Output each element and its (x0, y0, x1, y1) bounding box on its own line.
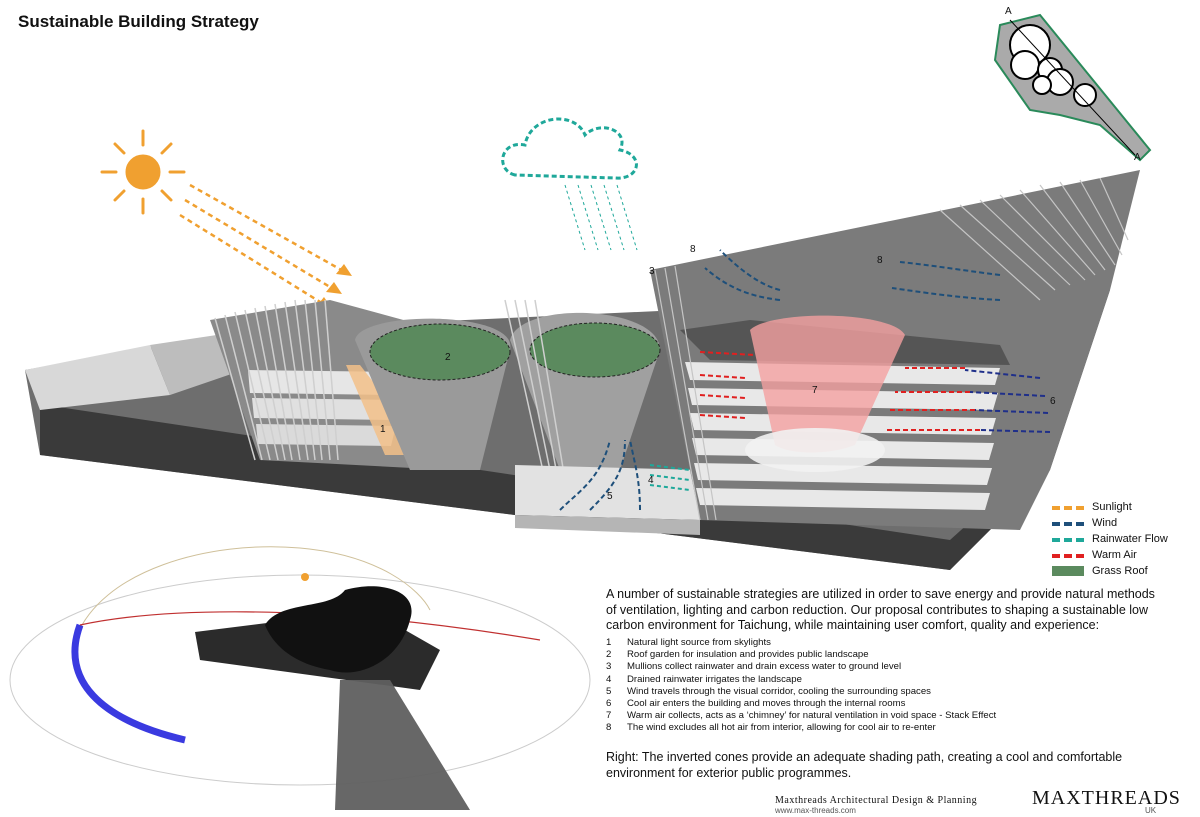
legend-item-warm-air: Warm Air (1052, 548, 1168, 562)
wind-swatch (1052, 522, 1084, 526)
stack-effect-cone (750, 315, 905, 453)
legend-item-sunlight: Sunlight (1052, 500, 1168, 514)
label-2: 2 (445, 352, 451, 363)
legend-item-grass-roof: Grass Roof (1052, 564, 1168, 578)
footer-url[interactable]: www.max-threads.com (775, 806, 856, 815)
green-roof-cones (355, 299, 700, 535)
cool-air-arrows (964, 369, 1051, 433)
diagram-labels: 1 2 3 4 5 6 7 8 8 (380, 244, 1056, 502)
cloud-icon (501, 117, 638, 180)
page-title: Sustainable Building Strategy (18, 12, 259, 31)
intro-paragraph: A number of sustainable strategies are u… (606, 587, 1155, 632)
brand-logo: MAXTHREADS (1032, 787, 1181, 809)
sun-icon (100, 129, 186, 215)
label-5: 5 (607, 491, 613, 502)
label-6: 6 (1050, 396, 1056, 407)
warm-air-swatch (1052, 554, 1084, 558)
sun-path-diagram (9, 546, 591, 810)
label-1: 1 (380, 424, 386, 435)
legend-label: Wind (1092, 517, 1118, 529)
rain-lines (564, 184, 638, 251)
right-building (650, 170, 1140, 530)
grass-roof-1 (369, 323, 511, 381)
grass-roof-2 (529, 322, 661, 378)
label-3: 3 (649, 266, 655, 277)
legend-item-wind: Wind (1052, 516, 1168, 530)
label-8b: 8 (877, 255, 883, 266)
label-7: 7 (812, 385, 818, 396)
legend-label: Grass Roof (1092, 565, 1148, 577)
legend-item-rainwater: Rainwater Flow (1052, 532, 1168, 546)
grass-roof-swatch (1052, 566, 1084, 576)
key-plan: A A (993, 6, 1152, 163)
sunlight-arrows (179, 183, 346, 307)
section-marker-top: A (1005, 6, 1012, 17)
legend-label: Rainwater Flow (1092, 533, 1168, 545)
label-4: 4 (648, 475, 654, 486)
footer-firm-name: Maxthreads Architectural Design & Planni… (775, 795, 978, 806)
footer-country: UK (1145, 806, 1157, 815)
sunlight-swatch (1052, 506, 1084, 510)
legend: Sunlight Wind Rainwater Flow Warm Air Gr… (1052, 500, 1168, 580)
warm-air-arrows (699, 351, 980, 431)
legend-label: Warm Air (1092, 549, 1137, 561)
label-8a: 8 (690, 244, 696, 255)
shading-note: Right: The inverted cones provide an ade… (606, 750, 1123, 780)
section-marker-bottom: A (1134, 152, 1141, 163)
legend-label: Sunlight (1092, 501, 1132, 513)
wind-arrows (559, 249, 1001, 511)
rainwater-swatch (1052, 538, 1084, 542)
